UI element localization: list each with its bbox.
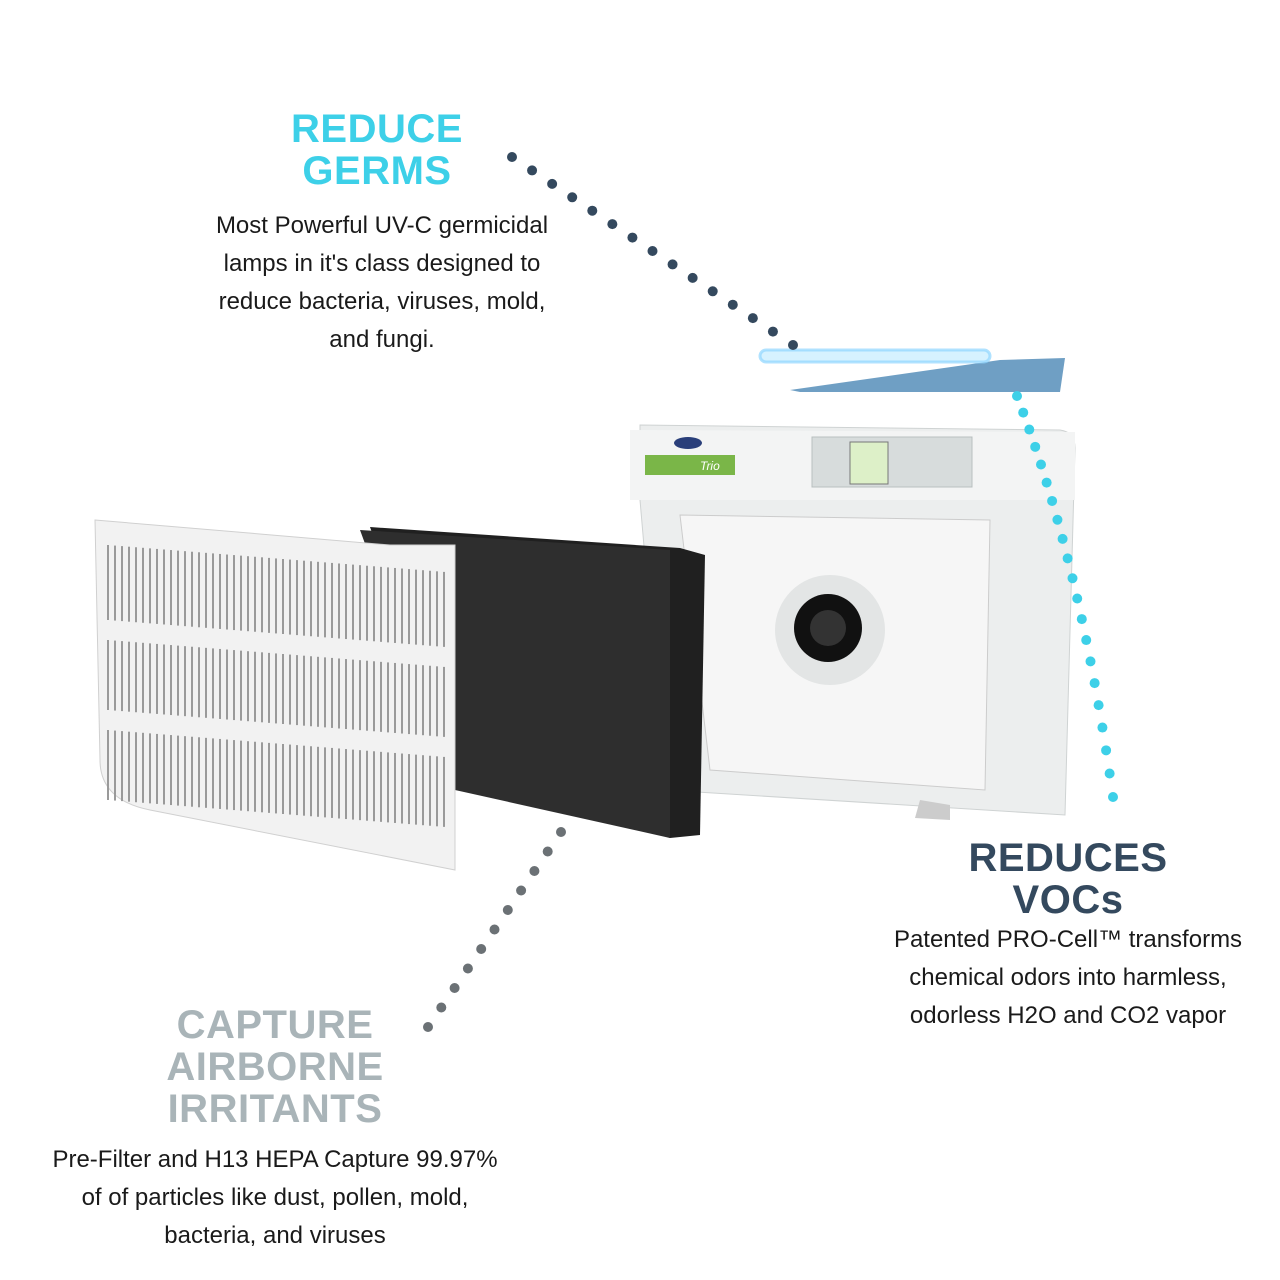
title-line: IRRITANTS — [167, 1087, 383, 1131]
title-line: REDUCES — [968, 836, 1168, 880]
title-line: REDUCE — [291, 107, 463, 151]
text-line: Most Powerful UV-C germicidal — [215, 212, 549, 239]
capture-irritants-title: CAPTURE AIRBORNE IRRITANTS — [125, 1004, 425, 1130]
connector-dot — [687, 272, 698, 283]
connector-dot — [516, 885, 527, 896]
reduces-vocs-description: Patented PRO-Cell™ transforms chemical o… — [818, 921, 1280, 1035]
capture-irritants-description: Pre-Filter and H13 HEPA Capture 99.97% o… — [0, 1141, 550, 1255]
connector-dot — [1041, 477, 1052, 488]
connector-dot — [1030, 441, 1041, 452]
connector-dot — [1067, 573, 1078, 584]
text-line: bacteria, and viruses — [164, 1222, 386, 1249]
connector-dot — [767, 326, 778, 337]
text-line: and fungi. — [329, 326, 435, 353]
connector-dot — [1024, 424, 1035, 435]
connector-dot — [502, 905, 513, 915]
connector-dot — [423, 1022, 433, 1032]
connector-dot — [667, 259, 678, 270]
connector-dot — [556, 827, 566, 837]
connector-dot — [1097, 722, 1108, 733]
connector-dot — [462, 963, 473, 974]
connector-dot — [1062, 553, 1073, 564]
connector-dot — [542, 846, 553, 857]
connector-dot — [607, 219, 618, 230]
connector-dot — [1101, 745, 1112, 756]
connector-dot — [507, 152, 517, 162]
connector-dot — [436, 1002, 447, 1013]
text-line: Patented PRO-Cell™ transforms — [893, 926, 1243, 953]
connector-dot — [567, 192, 578, 203]
title-line: AIRBORNE — [166, 1045, 384, 1089]
connector-dot — [489, 924, 500, 935]
reduce-germs-description: Most Powerful UV-C germicidal lamps in i… — [132, 207, 632, 359]
title-line: GERMS — [302, 149, 452, 193]
connector-dot — [1012, 391, 1022, 401]
connector-dot — [1093, 700, 1104, 711]
connector-dot — [747, 313, 758, 324]
connector-dot — [1076, 614, 1087, 625]
text-line: Pre-Filter and H13 HEPA Capture 99.97% — [52, 1146, 498, 1173]
connector-dot — [1104, 768, 1115, 779]
connector-dot — [587, 205, 598, 216]
connector-dot — [547, 178, 558, 189]
connector-dot — [1089, 678, 1100, 689]
connector-dot — [476, 944, 487, 954]
connector-dot — [1057, 533, 1068, 544]
connector-dot — [1047, 495, 1058, 506]
title-line: VOCs — [1012, 878, 1124, 922]
connector-dot — [788, 340, 798, 350]
title-line: CAPTURE — [176, 1003, 374, 1047]
vocs-connector — [1012, 391, 1118, 802]
air-purifier-unit: Trio — [630, 424, 1076, 820]
text-line: chemical odors into harmless, — [909, 964, 1227, 991]
germs-connector — [507, 152, 798, 350]
connector-dot — [1036, 459, 1046, 470]
text-line: of of particles like dust, pollen, mold, — [81, 1184, 469, 1211]
text-line: odorless H2O and CO2 vapor — [909, 1002, 1227, 1029]
connector-dot — [627, 232, 638, 243]
connector-dot — [707, 286, 718, 297]
connector-dot — [449, 983, 460, 993]
text-line: reduce bacteria, viruses, mold, — [218, 288, 546, 315]
connector-dot — [1085, 656, 1096, 667]
connector-dot — [1081, 635, 1092, 646]
reduce-germs-title: REDUCE GERMS — [227, 108, 527, 192]
connector-dot — [1052, 514, 1063, 525]
connector-dot — [1108, 792, 1118, 802]
connector-dot — [647, 246, 658, 256]
reduces-vocs-title: REDUCES VOCs — [918, 837, 1218, 921]
connector-dot — [529, 866, 540, 876]
uv-lamp — [758, 348, 1065, 392]
connector-dot — [1072, 593, 1083, 604]
connector-dot — [527, 165, 538, 176]
connector-dot — [1018, 407, 1029, 418]
pre-filter-grille — [94, 519, 456, 871]
brand-logo: Trio — [700, 459, 720, 473]
irritants-connector — [423, 827, 566, 1032]
connector-dot — [727, 299, 738, 310]
text-line: lamps in it's class designed to — [223, 250, 541, 277]
